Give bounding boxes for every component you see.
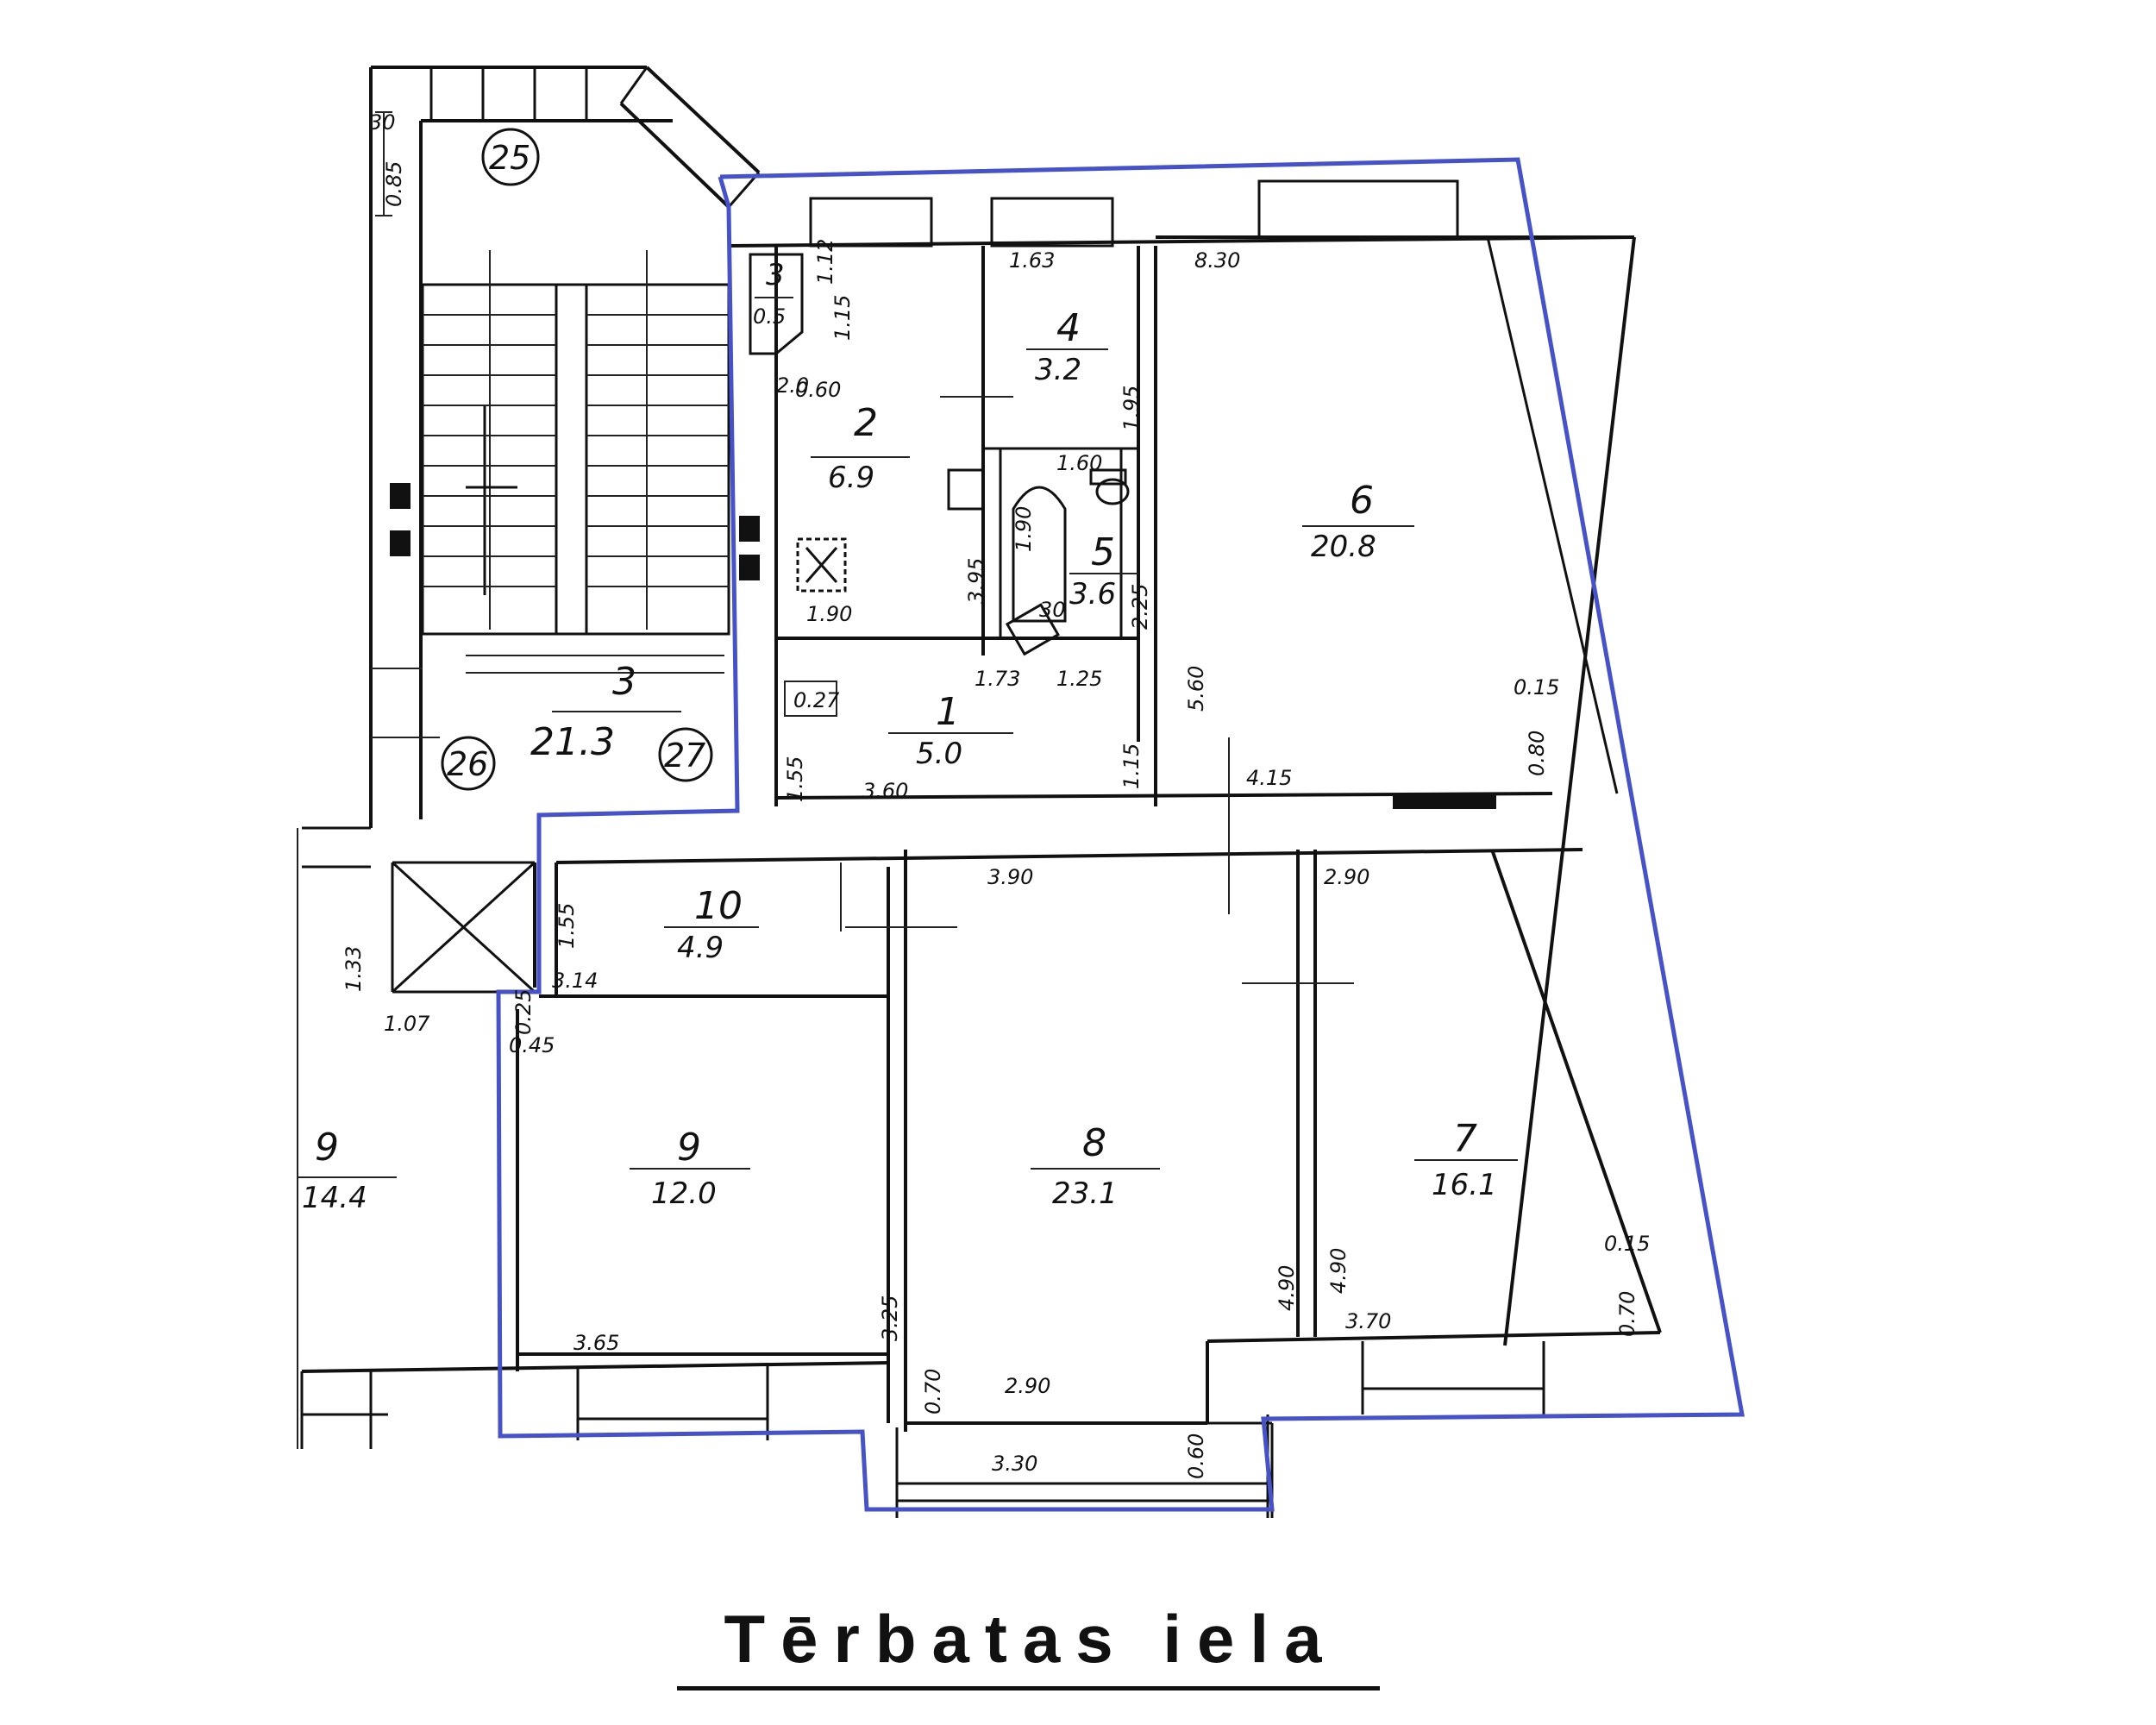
dim-8-30: 8.30 — [1194, 248, 1240, 273]
room-6-number: 6 — [1350, 479, 1374, 523]
room-labels: 1 5.0 2 6.9 3 0.5 3 21.3 4 3.2 5 3.6 6 2… — [302, 258, 1518, 1215]
dim-4-15: 4.15 — [1246, 766, 1292, 790]
dim-1-33: 1.33 — [342, 946, 366, 992]
room-9b-area: 14.4 — [302, 1181, 367, 1215]
dim-1-12: 1.12 — [813, 239, 837, 285]
street-underline — [677, 1686, 1380, 1690]
dim-0-27: 0.27 — [793, 688, 840, 712]
apartment-boundary — [496, 157, 1745, 1512]
dimension-labels: 30 0.85 1.63 8.30 1.15 1.12 2.0 1.95 1.6… — [342, 110, 1650, 1479]
dim-30-b: 30 — [1039, 598, 1066, 622]
room-9-number: 9 — [677, 1126, 701, 1170]
dim-5-60: 5.60 — [1184, 666, 1208, 712]
dim-2-90-bottom: 2.90 — [1005, 1374, 1050, 1398]
dim-2-90-top: 2.90 — [1324, 865, 1369, 889]
dim-1-15: 1.15 — [830, 295, 855, 341]
dim-1-63: 1.63 — [1009, 248, 1055, 273]
dim-0-60-a: 0.60 — [795, 378, 841, 402]
dim-3-95: 3.95 — [964, 558, 988, 604]
marker-27: 27 — [664, 737, 705, 775]
dim-0-15-top: 0.15 — [1514, 675, 1559, 699]
dim-4-90-b: 4.90 — [1326, 1248, 1351, 1294]
dim-1-90: 1.90 — [806, 602, 852, 626]
street-name-label: Tērbatas iela — [724, 1601, 1338, 1677]
room-9-area: 12.0 — [651, 1176, 717, 1211]
dim-1-55: 1.55 — [555, 903, 579, 949]
dim-1-90-bath: 1.90 — [1012, 506, 1036, 552]
dim-0-70-right: 0.70 — [1615, 1291, 1639, 1337]
dim-1-25: 1.25 — [1056, 667, 1102, 691]
dim-2-25: 2.25 — [1128, 584, 1152, 630]
marker-25: 25 — [489, 139, 530, 177]
staircase-walls — [369, 66, 761, 828]
section-markers: 25 26 27 — [441, 128, 713, 791]
room-2-number: 2 — [854, 401, 878, 445]
dim-2-0: 2.0 — [776, 373, 809, 398]
dim-3-90: 3.90 — [987, 865, 1033, 889]
vent-shafts — [390, 483, 760, 580]
room-4-number: 4 — [1056, 306, 1081, 350]
dim-3-25: 3.25 — [878, 1295, 902, 1341]
dim-30: 30 — [369, 110, 396, 135]
room-5-number: 5 — [1091, 530, 1115, 574]
bathroom-fixtures — [749, 253, 1130, 717]
dim-3-70: 3.70 — [1345, 1309, 1391, 1333]
dim-0-15-right: 0.15 — [1604, 1232, 1650, 1256]
room-1-number: 1 — [936, 690, 960, 734]
dim-1-07: 1.07 — [384, 1012, 430, 1036]
windows — [809, 179, 1496, 809]
marker-26: 26 — [447, 745, 488, 783]
room-4-area: 3.2 — [1035, 353, 1081, 387]
room-7-number: 7 — [1453, 1117, 1477, 1161]
room-6-area: 20.8 — [1311, 530, 1376, 564]
room-3a-area: 0.5 — [753, 304, 786, 329]
dim-0-80: 0.80 — [1525, 731, 1549, 776]
room-8-area: 23.1 — [1052, 1176, 1118, 1211]
room-10-number: 10 — [694, 884, 743, 928]
dim-1-60: 1.60 — [1056, 451, 1102, 475]
dim-0-25: 0.25 — [511, 989, 536, 1035]
dim-4-90-a: 4.90 — [1275, 1265, 1299, 1311]
dim-3-30: 3.30 — [992, 1452, 1037, 1476]
staircase-steps — [371, 250, 730, 738]
dim-1-55-left: 1.55 — [783, 756, 807, 802]
dim-0-85: 0.85 — [382, 161, 406, 207]
room-9b-number: 9 — [315, 1126, 339, 1170]
room-2-area: 6.9 — [828, 461, 874, 495]
room-3-number: 3 — [612, 660, 636, 704]
room-1-area: 5.0 — [916, 737, 962, 771]
dim-0-45: 0.45 — [509, 1033, 555, 1057]
neighbour-walls — [297, 828, 397, 1449]
dim-3-65: 3.65 — [573, 1331, 619, 1355]
apartment-walls — [300, 235, 1662, 1518]
room-7-area: 16.1 — [1432, 1168, 1497, 1202]
dim-1-15-b: 1.15 — [1119, 743, 1144, 789]
room-3a-number: 3 — [766, 258, 785, 292]
dim-3-60: 3.60 — [862, 779, 908, 803]
room-5-area: 3.6 — [1069, 577, 1116, 612]
dim-1-73: 1.73 — [975, 667, 1020, 691]
room-3-area: 21.3 — [530, 720, 615, 764]
dim-1-95: 1.95 — [1119, 386, 1144, 431]
dim-3-14: 3.14 — [552, 969, 598, 993]
dim-0-70-left: 0.70 — [921, 1369, 945, 1414]
room-10-area: 4.9 — [677, 931, 724, 965]
dim-0-60: 0.60 — [1184, 1433, 1208, 1479]
room-8-number: 8 — [1082, 1121, 1106, 1165]
